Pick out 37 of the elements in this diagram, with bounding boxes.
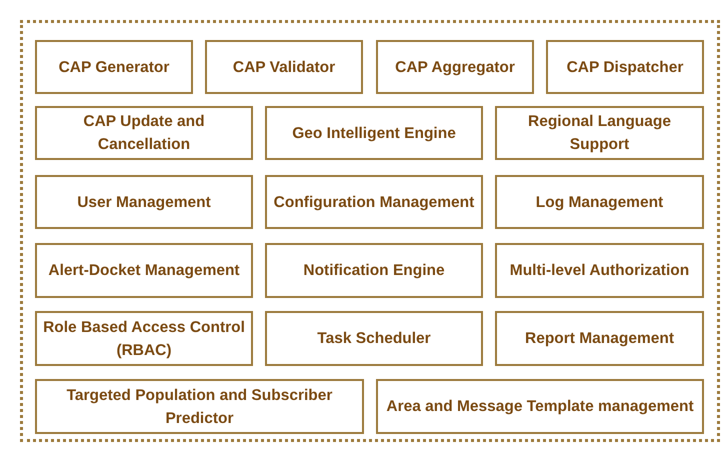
module-box (265, 311, 483, 366)
module-box (376, 379, 704, 434)
module-box (546, 40, 704, 94)
module-label: Targeted Population and Subscriber Predictor (66, 386, 334, 428)
module-box (495, 106, 704, 160)
module-label: Log Management (534, 192, 664, 212)
module-box (265, 243, 483, 298)
module-label: Area and Message Template management (385, 397, 695, 417)
module-box (35, 243, 253, 298)
module-label: Regional Language Support (527, 112, 672, 155)
module-box (495, 311, 704, 366)
module-box (35, 40, 193, 94)
module-label: User Management (76, 192, 212, 212)
module-box (495, 243, 704, 298)
module-label: Notification Engine (302, 261, 446, 281)
module-box (35, 106, 253, 160)
module-box (265, 106, 483, 160)
module-box (35, 379, 364, 434)
module-box (495, 175, 704, 229)
module-label: CAP Dispatcher (566, 58, 684, 78)
module-label: Task Scheduler (316, 329, 432, 349)
module-label: CAP Aggregator (394, 58, 516, 78)
module-label: Role Based Access Control (RBAC) (42, 318, 246, 360)
module-box (35, 175, 253, 229)
module-label: Multi-level Authorization (508, 261, 690, 281)
module-label: CAP Generator (58, 58, 170, 78)
module-box (205, 40, 363, 94)
module-box (376, 40, 534, 94)
dotted-frame (20, 20, 720, 442)
module-label: CAP Validator (232, 58, 336, 78)
module-label: CAP Update and Cancellation (82, 112, 206, 155)
module-label: Configuration Management (272, 192, 476, 212)
module-box (35, 311, 253, 366)
module-box (265, 175, 483, 229)
module-label: Alert-Docket Management (47, 261, 241, 281)
module-label: Report Management (524, 329, 675, 349)
module-label: Geo Intelligent Engine (291, 124, 457, 144)
